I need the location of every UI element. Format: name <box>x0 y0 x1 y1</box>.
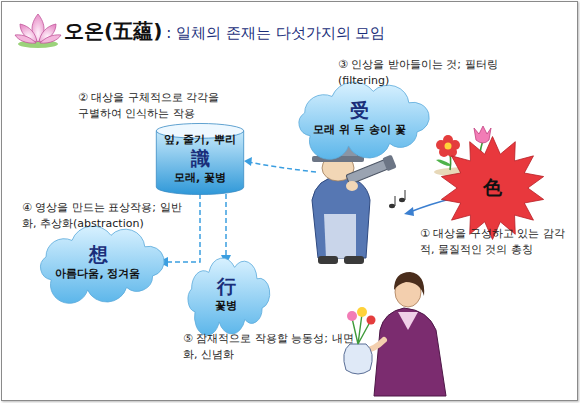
node-text: 아름다움, 정겨움 <box>55 267 140 281</box>
node-heading: 잎, 줄기, 뿌리 <box>164 133 235 147</box>
node-heading: 行 <box>217 275 236 299</box>
node-text: 꽃병 <box>215 299 237 313</box>
volition-cloud: 行꽃병 <box>183 261 269 327</box>
node-content: 잎, 줄기, 뿌리識모래, 꽃병 <box>154 122 246 196</box>
node-heading: 受 <box>350 99 369 123</box>
lotus-icon <box>15 14 61 48</box>
node-text: 모래, 꽃병 <box>174 171 226 185</box>
node-text: 모래 위 두 송이 꽃 <box>313 123 405 137</box>
perception-cloud: 想아름다움, 정겨움 <box>33 229 163 295</box>
form-starburst: 色 <box>439 146 546 230</box>
subtitle: : 일체의 존재는 다섯가지의 모임 <box>166 24 385 43</box>
node-content: 受모래 위 두 송이 꽃 <box>291 85 428 151</box>
node-text: 識 <box>191 147 210 171</box>
node-heading: 想 <box>89 243 108 267</box>
callout-note: ③ 인상을 받아들이는 것; 필터링(filtering) <box>338 57 498 89</box>
dashed-arrow <box>225 194 227 264</box>
callout-note: ④ 영상을 만드는 표상작용; 일반화, 추상화(abstraction) <box>22 200 188 232</box>
sensation-cloud: 受모래 위 두 송이 꽃 <box>291 85 428 151</box>
callout-note: ① 대상을 구성하고 있는 감각적, 물질적인 것의 총칭 <box>420 226 572 258</box>
title: 오온(五蘊) <box>64 18 162 45</box>
callout-note: ⑤ 잠재적으로 작용할 능동성; 내면화, 신념화 <box>183 331 363 363</box>
node-content: 想아름다움, 정겨움 <box>33 229 163 295</box>
node-content: 行꽃병 <box>183 261 269 327</box>
title-bar: 오온(五蘊): 일체의 존재는 다섯가지의 모임 <box>64 18 385 45</box>
node-content: 色 <box>439 146 546 230</box>
consciousness-cylinder: 잎, 줄기, 뿌리識모래, 꽃병 <box>154 122 246 196</box>
callout-note: ② 대상을 구체적으로 각각을 구별하여 인식하는 작용 <box>78 90 230 122</box>
woman-with-vase <box>344 272 446 396</box>
node-heading: 色 <box>483 176 502 200</box>
